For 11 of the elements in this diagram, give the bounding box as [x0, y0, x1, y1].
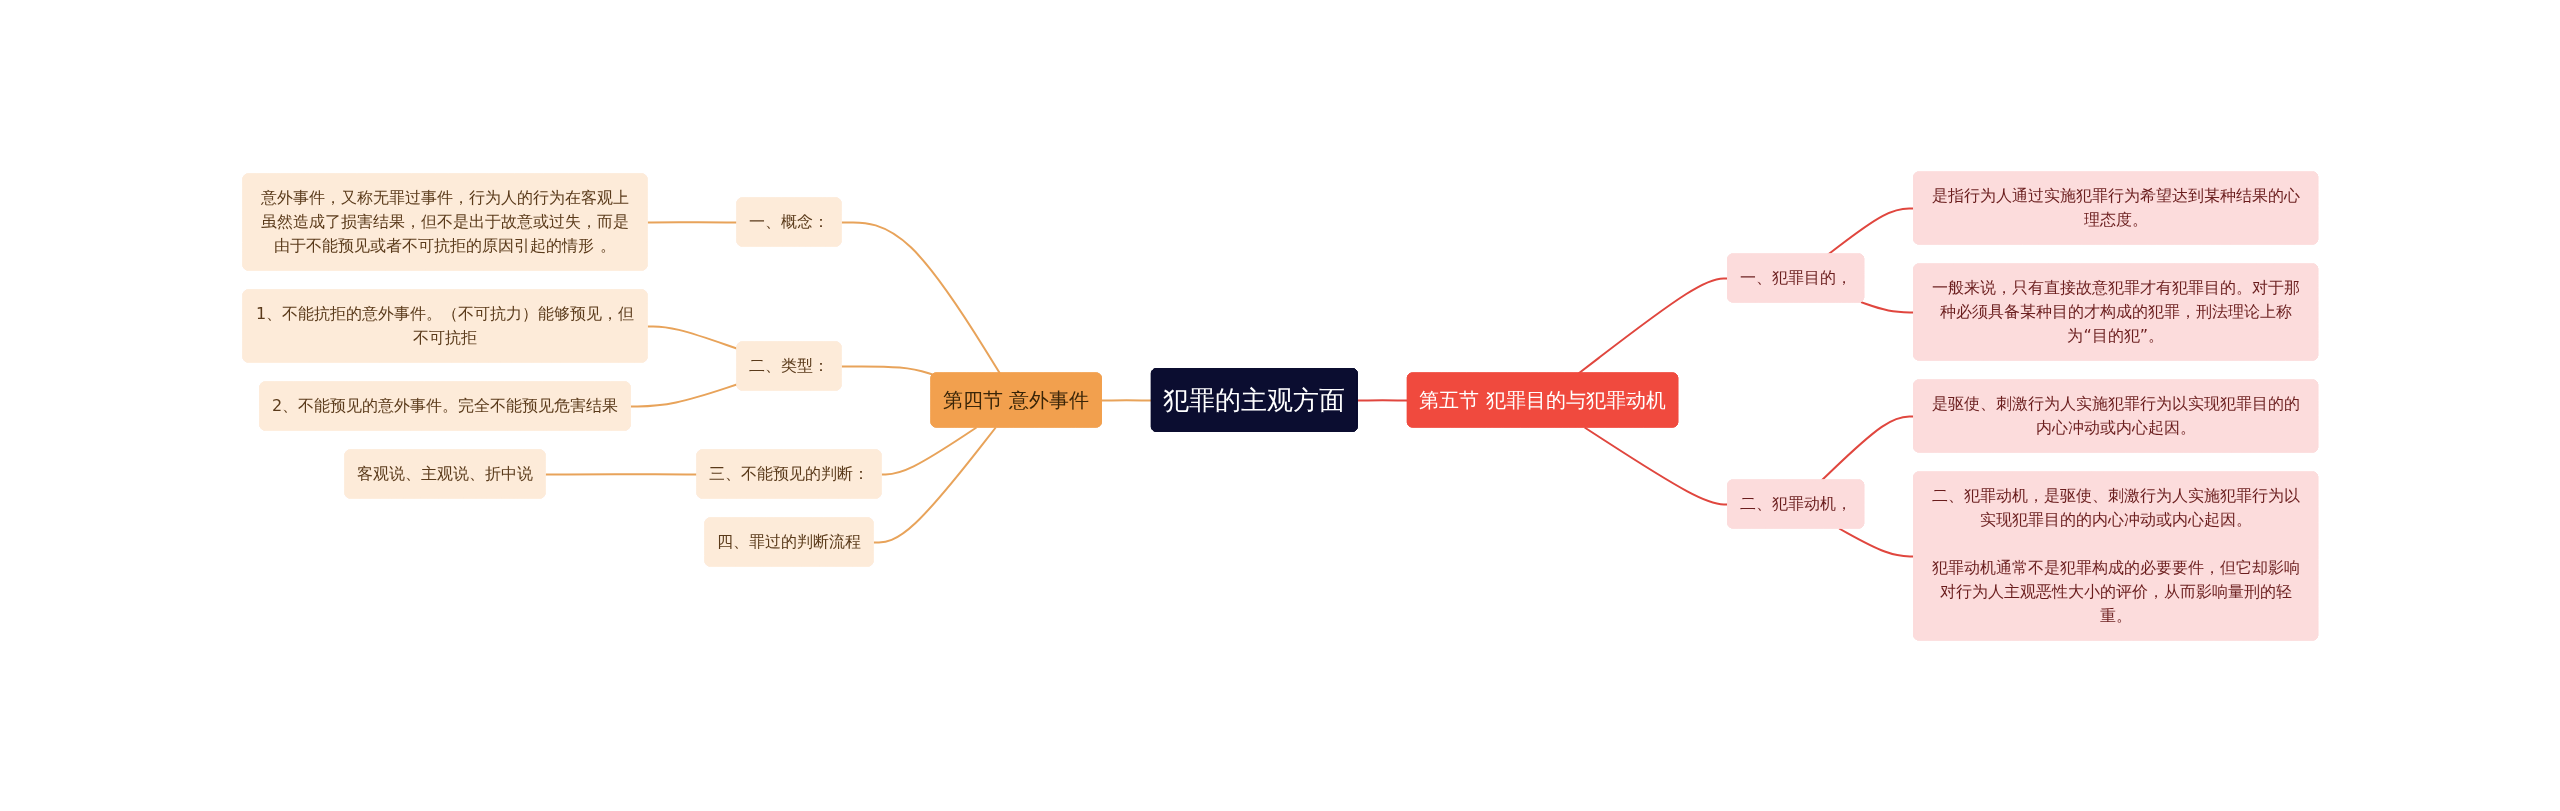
connector: [1577, 276, 1729, 374]
connector: [1583, 426, 1729, 505]
connector: [1356, 398, 1409, 401]
connector: [1100, 398, 1153, 401]
connector: [1837, 527, 1915, 557]
connector: [872, 426, 997, 543]
connector: [880, 426, 978, 475]
connector: [1859, 300, 1915, 313]
connector: [840, 220, 1001, 374]
connector: [1820, 414, 1915, 481]
connector: [840, 364, 934, 376]
